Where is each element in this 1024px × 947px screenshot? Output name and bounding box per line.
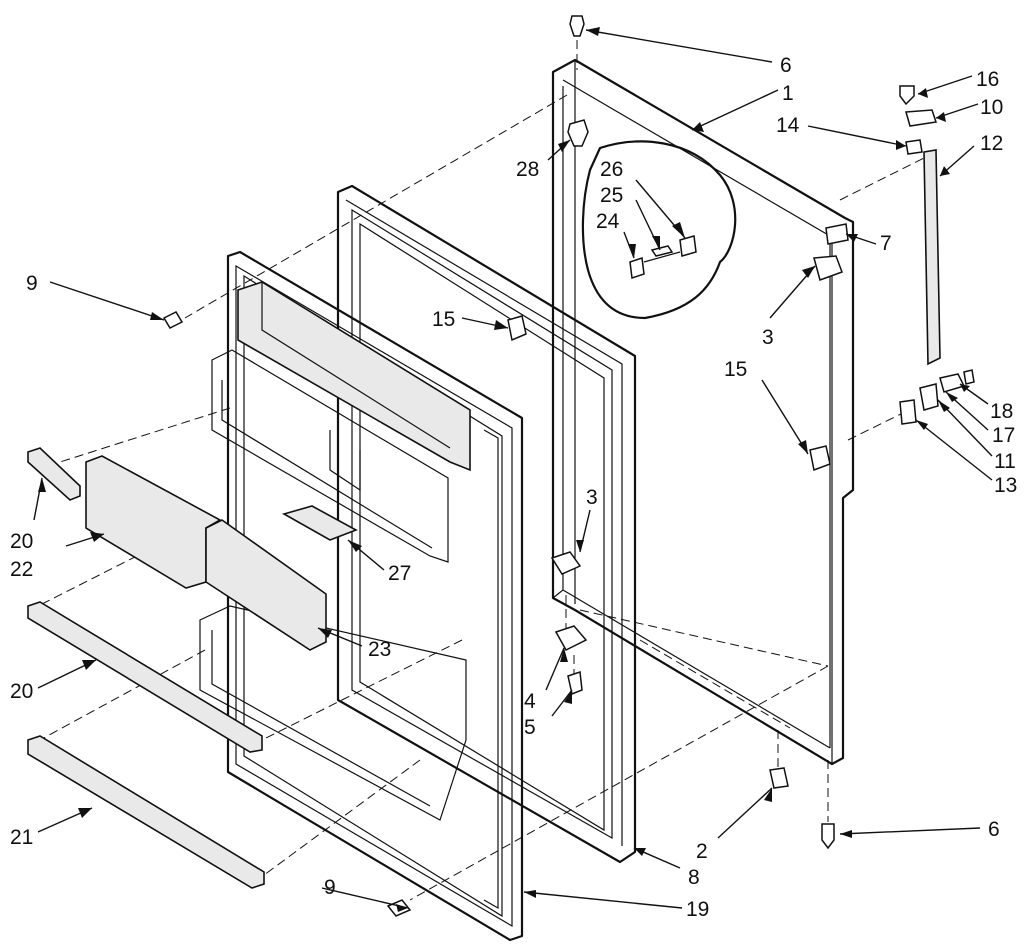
callout-10: 10 bbox=[980, 96, 1003, 119]
callout-18: 18 bbox=[990, 400, 1013, 423]
hinge-plate-part-4 bbox=[554, 625, 588, 651]
callout-9-bottom: 9 bbox=[324, 876, 336, 899]
leader-arrows bbox=[38, 27, 970, 912]
inner-door-shelves bbox=[199, 281, 471, 821]
cap-part-7 bbox=[825, 223, 849, 245]
shelf-bars bbox=[27, 447, 327, 889]
callout-labels: 6 1 16 10 14 12 28 26 25 24 7 9 15 3 15 … bbox=[10, 54, 1017, 921]
hinge-hardware bbox=[162, 15, 975, 917]
assembly-dashed-lines bbox=[39, 40, 941, 901]
callout-3-bottom: 3 bbox=[586, 486, 598, 509]
closer-part-11 bbox=[919, 383, 939, 411]
callout-4: 4 bbox=[524, 690, 536, 713]
callout-23: 23 bbox=[368, 638, 391, 661]
screw-part-25 bbox=[650, 245, 674, 257]
hinge-part-3-bottom bbox=[550, 551, 582, 575]
hinge-part-3-top bbox=[813, 255, 843, 281]
callout-24: 24 bbox=[596, 210, 620, 233]
callout-5: 5 bbox=[524, 716, 536, 739]
butter-dish-part-27 bbox=[281, 505, 358, 541]
callout-14: 14 bbox=[776, 114, 800, 137]
door-liner-frame bbox=[336, 184, 637, 864]
callout-2: 2 bbox=[696, 840, 708, 863]
shelf-bar-part-20-bottom bbox=[27, 601, 263, 753]
callout-12: 12 bbox=[980, 132, 1003, 155]
callout-6-bottom: 6 bbox=[988, 818, 1000, 841]
callout-13: 13 bbox=[994, 474, 1017, 497]
cutaway-view bbox=[581, 140, 737, 320]
callout-19: 19 bbox=[686, 898, 709, 921]
callout-3-top: 3 bbox=[762, 326, 774, 349]
spacer-part-14 bbox=[905, 139, 923, 155]
shelf-bar-part-20-top bbox=[27, 447, 81, 501]
bracket-part-10 bbox=[905, 109, 937, 127]
shelf-front-part-23 bbox=[205, 519, 327, 651]
shelf-bar-part-21 bbox=[27, 735, 265, 889]
callout-22: 22 bbox=[10, 558, 33, 581]
screw-part-9-top bbox=[162, 311, 184, 329]
bracket-part-24 bbox=[629, 256, 645, 280]
callout-27: 27 bbox=[388, 562, 411, 585]
clip-part-15-right bbox=[809, 445, 831, 472]
callout-6-top: 6 bbox=[780, 54, 792, 77]
screw-part-6-top bbox=[569, 15, 585, 37]
callout-21: 21 bbox=[10, 826, 33, 849]
callout-7: 7 bbox=[880, 232, 892, 255]
washer-part-18 bbox=[963, 369, 975, 385]
plug-part-28 bbox=[567, 119, 589, 147]
shelf-front-part-22 bbox=[85, 455, 222, 589]
closer-rod-part-12 bbox=[923, 149, 941, 366]
callout-15-left: 15 bbox=[432, 308, 455, 331]
callout-28: 28 bbox=[516, 158, 539, 181]
screw-part-17 bbox=[939, 373, 966, 393]
leader-lines bbox=[33, 29, 993, 909]
callout-1: 1 bbox=[782, 82, 794, 105]
outer-door-panel bbox=[551, 58, 855, 766]
gasket-clip-part-26 bbox=[679, 235, 697, 257]
screw-part-5 bbox=[567, 670, 583, 696]
callout-11: 11 bbox=[994, 450, 1016, 473]
callout-17: 17 bbox=[992, 424, 1015, 447]
callout-15-right: 15 bbox=[724, 358, 747, 381]
callout-8: 8 bbox=[688, 866, 700, 889]
callout-26: 26 bbox=[600, 158, 623, 181]
callout-9-top: 9 bbox=[26, 272, 38, 295]
foot-part-2 bbox=[769, 767, 789, 789]
callout-16: 16 bbox=[976, 68, 999, 91]
screw-part-6-bottom bbox=[821, 823, 835, 850]
callout-20-top: 20 bbox=[10, 530, 33, 553]
clip-part-15-left bbox=[507, 315, 527, 342]
bracket-part-13 bbox=[899, 399, 917, 425]
screw-part-16 bbox=[899, 85, 915, 106]
callout-25: 25 bbox=[600, 184, 623, 207]
callout-20-bottom: 20 bbox=[10, 680, 33, 703]
